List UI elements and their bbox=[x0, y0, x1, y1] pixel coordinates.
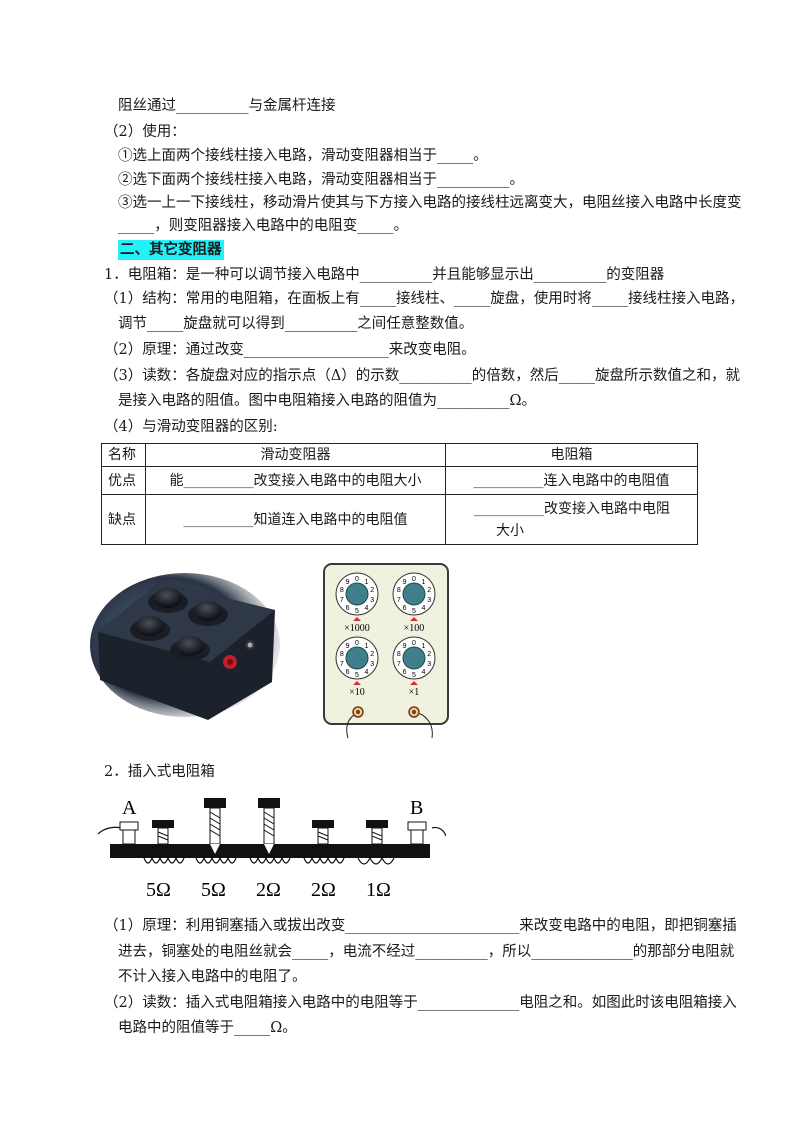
dial-knob bbox=[402, 582, 426, 606]
dial-digit: 8 bbox=[340, 651, 344, 658]
dial-digit: 3 bbox=[370, 597, 374, 604]
dial-digit: 9 bbox=[403, 579, 407, 586]
text-line: （2）原理：通过改变____________________来改变电阻。 bbox=[104, 342, 476, 358]
text-line: 电路中的阻值等于_____Ω。 bbox=[118, 1020, 297, 1036]
text-line: 进去，铜塞处的电阻丝就会_____，电流不经过__________，所以____… bbox=[118, 944, 735, 960]
dial-digit: 4 bbox=[421, 605, 425, 612]
table-cell-line: __________改变接入电路中电阻 bbox=[474, 500, 670, 517]
dial-knob bbox=[345, 582, 369, 606]
table-header: 名称 bbox=[101, 443, 146, 467]
dial-digit: 6 bbox=[403, 669, 407, 676]
dial-digit: 5 bbox=[412, 672, 416, 679]
dial-digit: 0 bbox=[412, 576, 416, 583]
text-line: 调节_____旋盘就可以得到__________之间任意整数值。 bbox=[118, 316, 474, 332]
dial-digit: 8 bbox=[397, 587, 401, 594]
plug-box-title: 2．插入式电阻箱 bbox=[104, 764, 215, 780]
table-cell: __________改变接入电路中电阻 大小 bbox=[445, 494, 698, 545]
dial-digit: 8 bbox=[397, 651, 401, 658]
resistor-label: 2Ω bbox=[311, 879, 336, 901]
dial-digit: 9 bbox=[403, 643, 407, 650]
comparison-table: 名称 滑动变阻器 电阻箱 优点 能__________改变接入电路中的电阻大小 … bbox=[101, 443, 698, 545]
dial-multiplier-label: ×10 bbox=[349, 687, 365, 698]
resistor-label: 5Ω bbox=[201, 879, 226, 901]
table-header: 滑动变阻器 bbox=[145, 443, 446, 467]
dial-pointer bbox=[410, 617, 418, 621]
text-line: 是接入电路的阻值。图中电阻箱接入电路的阻值为__________Ω。 bbox=[118, 393, 537, 409]
dial-pointer bbox=[353, 681, 361, 685]
dial-digit: 7 bbox=[397, 597, 401, 604]
resistor-label: 2Ω bbox=[256, 879, 281, 901]
dial-digit: 1 bbox=[421, 643, 425, 650]
dial-digit: 5 bbox=[355, 672, 359, 679]
resistance-box-photo bbox=[90, 573, 280, 720]
plug-box-diagram: A B 5Ω 5Ω 2Ω 2Ω 1Ω bbox=[97, 797, 446, 901]
dial-digit: 7 bbox=[340, 661, 344, 668]
text-line: （3）读数：各旋盘对应的指示点（Δ）的示数__________的倍数，然后___… bbox=[104, 368, 740, 384]
dial-digit: 1 bbox=[364, 579, 368, 586]
terminal-b-label: B bbox=[410, 797, 423, 819]
dial-digit: 3 bbox=[427, 597, 431, 604]
dial-digit: 6 bbox=[403, 605, 407, 612]
dial-digit: 0 bbox=[355, 640, 359, 647]
dial-digit: 3 bbox=[370, 661, 374, 668]
dial-digit: 1 bbox=[421, 579, 425, 586]
text-line: （1）结构：常用的电阻箱，在面板上有_____接线柱、_____旋盘，使用时将_… bbox=[104, 291, 744, 307]
text-line: （2）读数：插入式电阻箱接入电路中的电阻等于______________电阻之和… bbox=[104, 995, 737, 1011]
dial-digit: 1 bbox=[364, 643, 368, 650]
dial-digit: 5 bbox=[355, 608, 359, 615]
dial-digit: 2 bbox=[370, 587, 374, 594]
dial-digit: 8 bbox=[340, 587, 344, 594]
dial-knob bbox=[402, 646, 426, 670]
table-cell: __________连入电路中的电阻值 bbox=[445, 466, 698, 495]
table-header: 电阻箱 bbox=[445, 443, 698, 467]
text-line: ③选一上一下接线柱，移动滑片使其与下方接入电路的接线柱远离变大，电阻丝接入电路中… bbox=[118, 195, 742, 211]
terminal-a-label: A bbox=[122, 797, 137, 819]
dial-digit: 0 bbox=[412, 640, 416, 647]
dial-multiplier-label: ×100 bbox=[404, 623, 425, 634]
use-heading: （2）使用： bbox=[104, 124, 186, 140]
table-cell: 缺点 bbox=[101, 494, 146, 545]
dial-digit: 2 bbox=[427, 587, 431, 594]
dial-digit: 6 bbox=[346, 669, 350, 676]
text-line: （1）原理：利用铜塞插入或拔出改变_______________________… bbox=[104, 918, 737, 934]
resistor-label: 1Ω bbox=[366, 879, 391, 901]
dial-multiplier-label: ×1000 bbox=[344, 623, 370, 634]
text-line: 不计入接入电路中的电阻了。 bbox=[118, 969, 307, 985]
dial-digit: 9 bbox=[346, 579, 350, 586]
section-title: 二、其它变阻器 bbox=[118, 240, 224, 260]
dial-knob bbox=[345, 646, 369, 670]
dial-pointer bbox=[410, 681, 418, 685]
text-line: _____，则变阻器接入电路中的电阻变_____。 bbox=[118, 218, 408, 234]
dial-digit: 6 bbox=[346, 605, 350, 612]
text-line: 1．电阻箱：是一种可以调节接入电路中__________并且能够显示出_____… bbox=[104, 267, 665, 283]
dial-digit: 0 bbox=[355, 576, 359, 583]
dial-digit: 3 bbox=[427, 661, 431, 668]
dial-digit: 2 bbox=[370, 651, 374, 658]
table-cell: 能__________改变接入电路中的电阻大小 bbox=[145, 466, 446, 495]
text-line: ①选上面两个接线柱接入电路，滑动变阻器相当于_____。 bbox=[118, 148, 488, 164]
table-cell-line: 大小 bbox=[496, 522, 524, 539]
dial-digit: 4 bbox=[364, 605, 368, 612]
table-cell: __________知道连入电路中的电阻值 bbox=[145, 494, 446, 545]
dial-digit: 4 bbox=[421, 669, 425, 676]
dial-digit: 5 bbox=[412, 608, 416, 615]
dial-pointer bbox=[353, 617, 361, 621]
text-line: 阻丝通过__________与金属杆连接 bbox=[118, 98, 336, 114]
text-line: （4）与滑动变阻器的区别: bbox=[104, 419, 278, 435]
table-cell: 优点 bbox=[101, 466, 146, 495]
text-line: ②选下面两个接线柱接入电路，滑动变阻器相当于__________。 bbox=[118, 172, 524, 188]
resistor-label: 5Ω bbox=[146, 879, 171, 901]
dial-digit: 9 bbox=[346, 643, 350, 650]
dial-digit: 4 bbox=[364, 669, 368, 676]
dial-digit: 7 bbox=[397, 661, 401, 668]
dial-multiplier-label: ×1 bbox=[409, 687, 420, 698]
dial-digit: 7 bbox=[340, 597, 344, 604]
dial-digit: 2 bbox=[427, 651, 431, 658]
